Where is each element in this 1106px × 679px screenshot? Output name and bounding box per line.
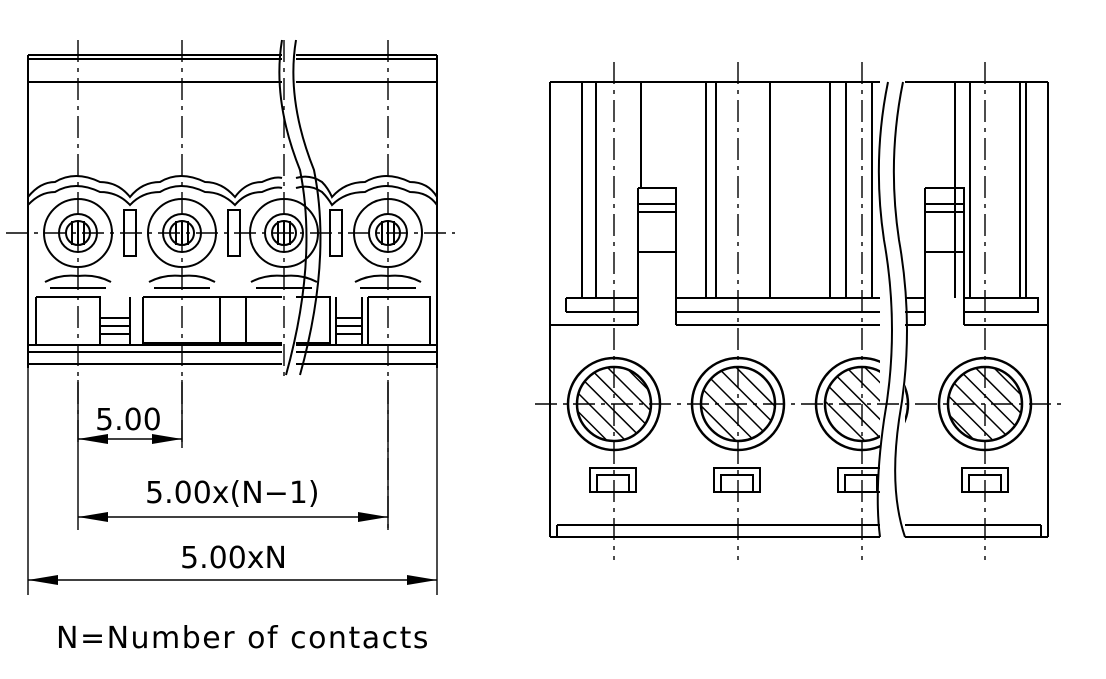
pitch-span-label: 5.00x(N−1) <box>145 476 320 511</box>
pitch-label: 5.00 <box>95 403 162 438</box>
front-top-bar <box>27 54 438 83</box>
front-slots <box>123 209 343 257</box>
front-view <box>6 39 455 595</box>
side-test-windows <box>589 467 1009 493</box>
front-centerlines <box>6 40 455 530</box>
dimension-pitch-span: 5.00x(N−1) <box>78 476 388 522</box>
dimension-total-width: 5.00xN <box>28 541 437 585</box>
side-break-line <box>876 70 908 550</box>
side-body <box>549 81 1049 538</box>
side-centerlines <box>535 62 1062 560</box>
side-view <box>535 62 1062 560</box>
dimension-pitch: 5.00 <box>78 403 182 444</box>
front-break-line <box>278 39 322 376</box>
front-extension-lines <box>27 368 438 595</box>
contacts-note: N=Number of contacts <box>56 621 430 656</box>
front-body <box>27 82 438 368</box>
total-width-label: 5.00xN <box>180 541 287 576</box>
front-openings <box>35 296 431 345</box>
